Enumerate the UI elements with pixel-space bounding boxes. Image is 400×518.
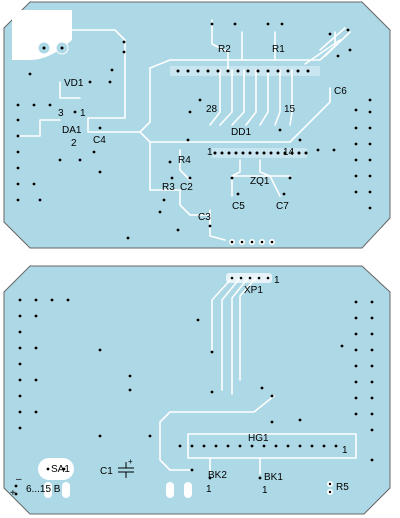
label-da1: DA1 bbox=[62, 125, 82, 136]
label-dd1-pin28: 28 bbox=[206, 104, 218, 115]
bottom-holes bbox=[14, 298, 374, 496]
label-dd1-pin1: 1 bbox=[207, 147, 213, 158]
bottom-slots bbox=[44, 482, 192, 498]
label-r3: R3 bbox=[162, 182, 175, 193]
label-xp1-pin1: 1 bbox=[274, 275, 280, 286]
r5-pads bbox=[327, 481, 333, 495]
sa1-pad bbox=[38, 458, 74, 480]
label-xp1: XP1 bbox=[244, 285, 263, 296]
label-r4: R4 bbox=[178, 155, 191, 166]
label-supply-voltage: 6...15 В bbox=[26, 484, 61, 495]
xp1-connector bbox=[226, 273, 272, 283]
label-c2: C2 bbox=[180, 182, 193, 193]
dd1-pads bbox=[170, 66, 320, 158]
bottom-traces bbox=[159, 277, 357, 475]
top-traces bbox=[17, 19, 351, 241]
label-c1: C1 bbox=[100, 466, 113, 477]
label-da1-pin3: 3 bbox=[58, 108, 64, 119]
label-dd1: DD1 bbox=[231, 127, 251, 138]
dd1-pins-upper bbox=[176, 69, 310, 73]
label-c3: C3 bbox=[198, 212, 211, 223]
label-bk2-pin1: 1 bbox=[206, 484, 212, 495]
label-c7: C7 bbox=[276, 201, 289, 212]
top-holes bbox=[16, 22, 372, 240]
bottom-board-outline bbox=[3, 265, 391, 515]
label-c5: C5 bbox=[232, 201, 245, 212]
hg1-pads bbox=[178, 444, 338, 448]
label-supply-minus: – bbox=[16, 474, 22, 485]
top-bottom-connector bbox=[229, 239, 275, 245]
label-zq1: ZQ1 bbox=[250, 176, 270, 187]
label-supply-plus: + bbox=[10, 488, 16, 499]
label-dd1-pin14: 14 bbox=[283, 147, 295, 158]
label-hg1: HG1 bbox=[248, 433, 269, 444]
label-r1: R1 bbox=[272, 44, 285, 55]
top-board: VD1 3 1 DA1 2 C4 R2 R1 C6 28 15 DD1 1 14… bbox=[3, 1, 391, 249]
label-r5: R5 bbox=[336, 482, 349, 493]
label-vd1: VD1 bbox=[64, 78, 84, 89]
label-da1-pin1: 1 bbox=[80, 108, 86, 119]
label-c1-plus: + bbox=[128, 457, 133, 466]
label-c6: C6 bbox=[334, 86, 347, 97]
bottom-board: XP1 1 HG1 1 SA1 C1 + – + 6...15 В BK2 1 … bbox=[3, 265, 391, 515]
label-c4: C4 bbox=[93, 135, 106, 146]
label-dd1-pin15: 15 bbox=[284, 104, 296, 115]
label-da1-pin2: 2 bbox=[71, 138, 77, 149]
label-r2: R2 bbox=[218, 44, 231, 55]
label-hg1-pin1: 1 bbox=[342, 445, 348, 456]
dd1-pins-lower bbox=[213, 151, 308, 155]
c1-symbol bbox=[118, 462, 134, 478]
label-bk1-pin1: 1 bbox=[262, 485, 268, 496]
label-sa1: SA1 bbox=[51, 464, 70, 475]
top-board-outline bbox=[3, 1, 391, 249]
label-bk2: BK2 bbox=[208, 470, 227, 481]
label-bk1: BK1 bbox=[264, 472, 283, 483]
